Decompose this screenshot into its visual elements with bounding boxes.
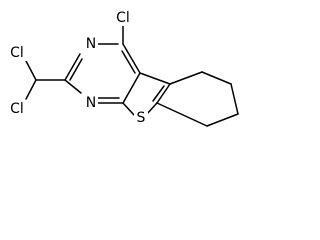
bond-c7-c8 [206,113,239,127]
bond-ch-cl-top [25,60,37,81]
nitrogen-label-n3: N [86,36,96,52]
chemical-structure-diagram: Cl N N S Cl Cl [6,10,239,127]
cyclohexane-ring [156,71,239,127]
bond-ch-cl-bottom [25,79,37,100]
bond-c5-c6 [201,71,232,85]
bond-c4-c4a [122,43,141,74]
chlorine-label-top: Cl [116,10,130,26]
bond-c4b-c8b [156,83,171,104]
atom-label-s: S [134,110,148,126]
nitrogen-label-n1: N [86,95,96,111]
bond-c4-c4a-inner [121,50,136,74]
chlorine-label-bottom: Cl [10,101,24,117]
atom-label-n3: N [84,36,98,52]
bond-c8-c8b [156,102,208,127]
bond-c4a-c4b [139,72,171,85]
bond-c4b-c5 [169,71,203,85]
atom-label-n1: N [84,95,98,111]
bond-c4b-c8b-inner [152,85,165,102]
atom-label-cl-top: Cl [112,10,134,26]
thiophene-ring [122,72,171,116]
atom-label-cl-left: Cl [6,45,28,61]
chlorine-label-left: Cl [10,45,24,61]
atom-label-cl-bottom: Cl [6,101,28,117]
bond-s-c8a [122,102,135,116]
bond-c2-n3 [64,53,81,81]
bond-n1-c2 [64,79,82,94]
pyrimidine-ring [64,43,141,104]
sulfur-label: S [137,110,146,126]
bond-c4a-c8a [122,72,141,104]
bond-c2-n3-inner [69,58,83,81]
bond-c6-c7 [230,83,239,115]
